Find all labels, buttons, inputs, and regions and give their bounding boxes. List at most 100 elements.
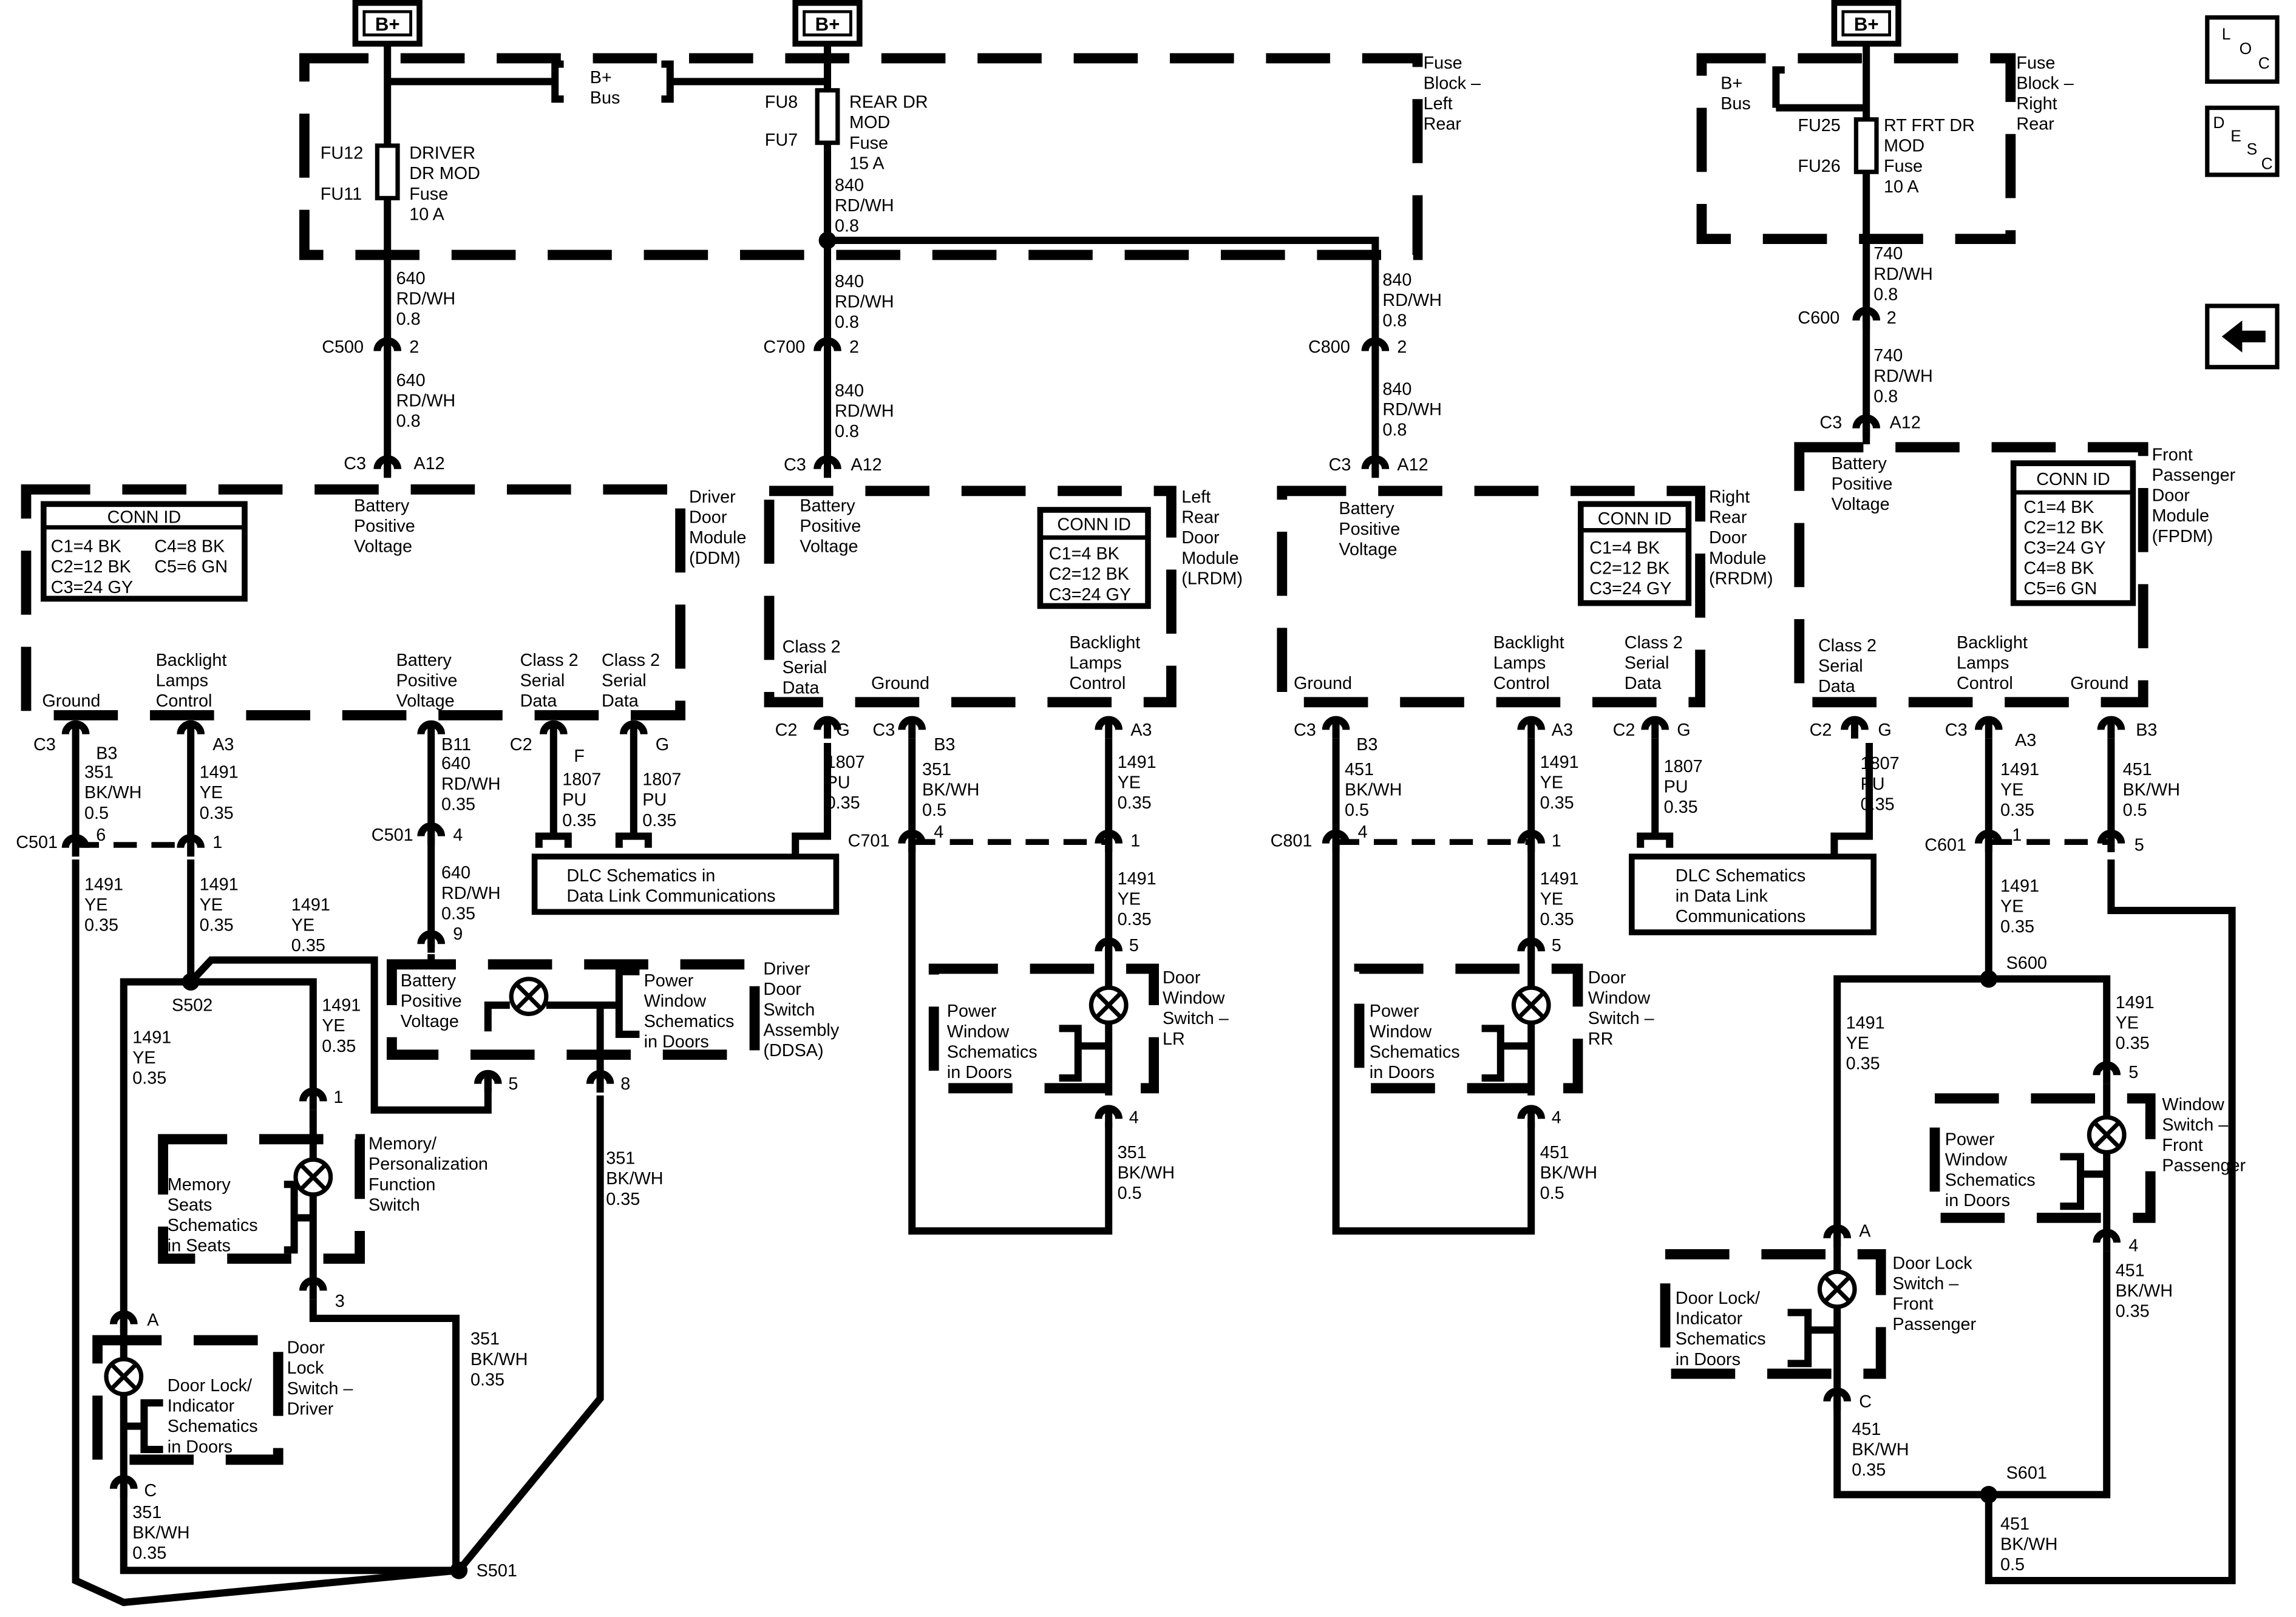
label: C500	[322, 337, 364, 357]
lamp-cross	[1518, 992, 1544, 1019]
window-rr-inner: Window	[1370, 1022, 1432, 1042]
label: A3	[1130, 720, 1152, 740]
loc-letter: L	[2222, 25, 2231, 43]
wire-label: PU	[1664, 778, 1688, 797]
battery-plus-inner	[362, 10, 412, 36]
ddsa-inner-label: Window	[644, 991, 707, 1011]
pin-label: Battery	[396, 651, 452, 670]
conn-id-title: CONN ID	[107, 508, 182, 527]
pin-label: Ground	[2070, 674, 2128, 693]
label: 2	[409, 337, 419, 357]
pin-label: Voltage	[800, 537, 858, 557]
ddm-conn-id-box	[40, 501, 248, 602]
label: C800	[1308, 337, 1350, 357]
pin-label: Data	[1818, 677, 1856, 696]
label: C3	[1329, 455, 1351, 475]
wire-label: 640	[441, 754, 470, 773]
memory-switch-label: Function	[369, 1175, 435, 1195]
memory-switch-label: Memory/	[369, 1134, 436, 1154]
rrdm-label: Module	[1709, 549, 1766, 568]
wire-label: 351	[84, 763, 114, 782]
label: C3	[1819, 413, 1842, 433]
fpdm-label: Passenger	[2152, 466, 2236, 485]
wire-label: 351	[606, 1149, 635, 1168]
door-lock-driver-inner: Schematics	[168, 1417, 258, 1436]
bus-label: B+	[590, 68, 612, 87]
wire-label: 0.8	[835, 422, 859, 441]
ddsa-label: Switch	[763, 1000, 815, 1020]
wire-label: 0.35	[1118, 793, 1152, 813]
label: 2	[849, 337, 859, 357]
conn-id-title: CONN ID	[2036, 470, 2110, 489]
memory-bracket	[284, 1181, 313, 1254]
wire-label: 0.35	[200, 804, 234, 823]
pin-label: Positive	[396, 671, 458, 690]
arrow-left-icon[interactable]	[2205, 303, 2280, 370]
wire-label: 0.8	[396, 412, 421, 431]
bus-label: B+	[1720, 73, 1742, 93]
pin-label: Voltage	[354, 537, 412, 557]
label: C2	[775, 720, 798, 740]
fuse-rt-frt-label: MOD	[1884, 137, 1924, 156]
wire-label: YE	[2000, 780, 2023, 799]
wire-label: 0.35	[1540, 793, 1574, 813]
pin-label: Positive	[354, 517, 415, 536]
pin-label: Data	[520, 691, 558, 711]
label: B3	[2136, 720, 2157, 740]
pin-label: Battery	[1832, 454, 1887, 473]
rrdm-label: (RRDM)	[1709, 569, 1773, 588]
label: C3	[872, 720, 895, 740]
wire	[1332, 738, 1535, 1235]
battery-plus-frame	[792, 0, 863, 47]
label: C3=24 GY	[51, 578, 133, 597]
lrdm-conn-id-box	[1037, 507, 1151, 609]
wire	[535, 832, 572, 848]
wire-label: 0.35	[322, 1037, 356, 1056]
conn-id-entry: C3=24 GY	[2023, 538, 2105, 558]
dlc2-label: Communications	[1676, 907, 1805, 926]
label: 4	[1129, 1108, 1139, 1127]
fuse-rear-label: REAR DR	[849, 93, 928, 112]
window-rr-inner: in Doors	[1370, 1063, 1435, 1082]
memory-personalization-switch	[158, 1134, 365, 1264]
window-fp-inner: in Doors	[1945, 1191, 2010, 1210]
pin-label: Data	[783, 678, 820, 697]
wire-label: 351	[1118, 1143, 1147, 1162]
loc-button[interactable]: LOC	[2205, 15, 2280, 84]
wire-label: 0.35	[441, 904, 475, 923]
fuse-block-left-label: Left	[1424, 94, 1453, 114]
window-rr-bracket	[1481, 1025, 1532, 1082]
lrdm-label: Module	[1181, 549, 1238, 568]
label: F	[574, 747, 585, 766]
fuse-block-left-label: Block –	[1424, 73, 1481, 93]
module-ddm	[21, 484, 685, 720]
wire-label: 640	[441, 863, 470, 883]
fpdm-label: Front	[2152, 445, 2193, 464]
wire-label: 0.35	[826, 793, 860, 813]
door-lock-switch-driver	[92, 1335, 284, 1465]
desc-letter: S	[2247, 140, 2258, 158]
conn-id-entry: C2=12 BK	[2023, 518, 2104, 537]
dlc-schematics-box	[531, 853, 840, 915]
pin-label: Serial	[602, 671, 647, 690]
door-lock-fp-inner: Indicator	[1676, 1309, 1743, 1329]
label: 5	[2135, 836, 2144, 855]
label: B3	[934, 735, 955, 754]
wire-label: 1491	[1118, 753, 1156, 772]
battery-plus-left: B+	[352, 0, 423, 47]
pin-label: Class 2	[1625, 633, 1683, 653]
wire-label: 1491	[1118, 869, 1156, 889]
rrdm-label: Rear	[1709, 508, 1747, 527]
wire-label: PU	[1861, 775, 1885, 794]
module-lrdm	[764, 486, 1177, 708]
loc-frame	[2205, 15, 2280, 84]
wire-label: BK/WH	[470, 1350, 528, 1369]
wire	[1985, 859, 2236, 1584]
window-rr-label: Switch –	[1588, 1009, 1654, 1028]
desc-letter: D	[2213, 114, 2224, 132]
wire-label: YE	[1540, 773, 1563, 792]
pin-label: Battery	[800, 496, 855, 515]
wire-label: PU	[826, 773, 851, 792]
